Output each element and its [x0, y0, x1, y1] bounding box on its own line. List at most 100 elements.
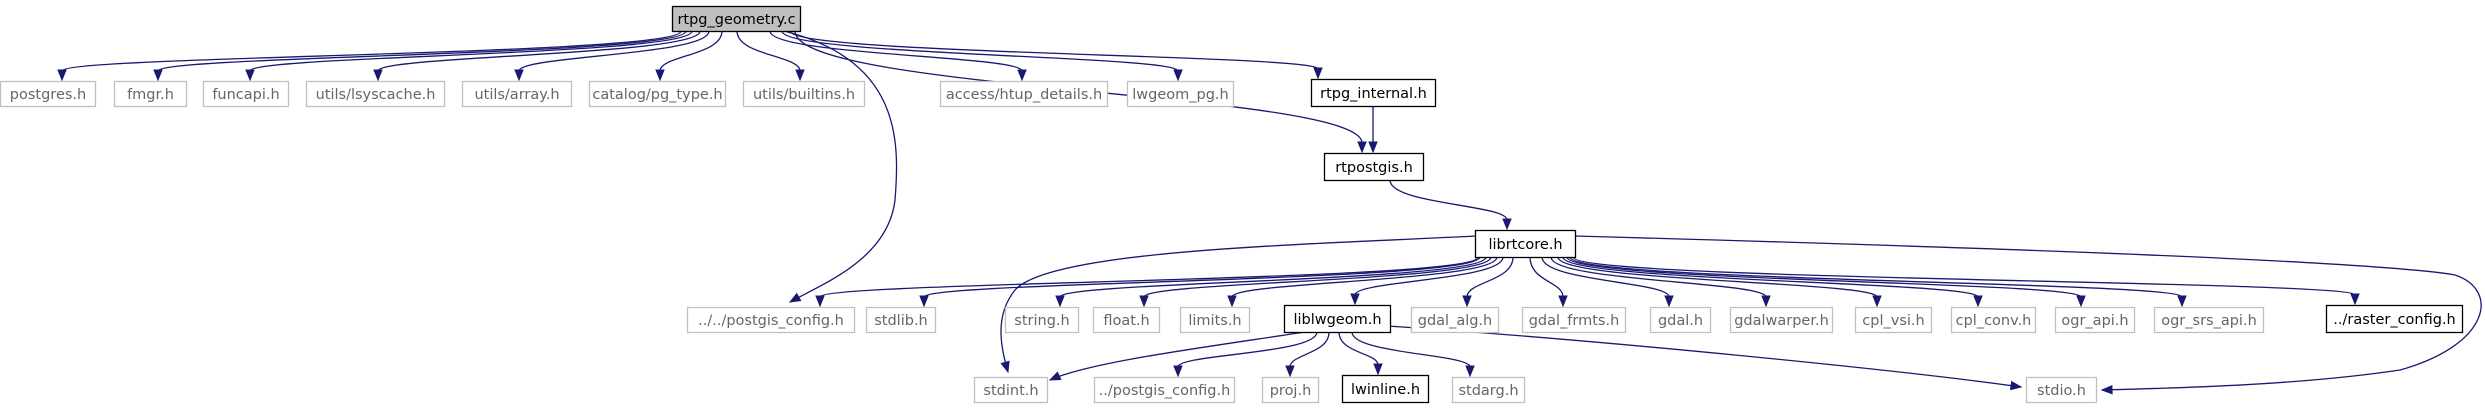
node-label: string.h [1014, 313, 1069, 329]
node-d-postgis-config-h: ../postgis_config.h [1093, 376, 1236, 404]
edge-rtpg_geometry_c-to-catalog_pg_type_h [655, 30, 723, 82]
edge-rtpg_geometry_c-to-access_htup_details_h [769, 30, 1027, 82]
node-label: liblwgeom.h [1293, 312, 1381, 328]
edge-librtcore_h-to-gdal_alg_h [1462, 256, 1514, 308]
node-box [2325, 304, 2464, 334]
node-box [1093, 376, 1236, 404]
edge-rtpg_geometry_c-to-fmgr_h [153, 30, 687, 82]
node-liblwgeom-h[interactable]: liblwgeom.h [1283, 304, 1392, 334]
node-label: utils/builtins.h [753, 87, 855, 103]
node-gdal-h: gdal.h [1649, 306, 1712, 334]
edge-librtcore_h-to-gdalwarper_h [1550, 256, 1771, 308]
node-box [1283, 304, 1392, 334]
edge-librtcore_h-to-dd_postgis_config_h [815, 256, 1479, 308]
edge-liblwgeom_h-to-stdarg_h [1351, 331, 1475, 378]
node-label: proj.h [1270, 383, 1312, 399]
edge-librtcore_h-to-cpl_vsi_h [1557, 256, 1882, 308]
node-label: stdlib.h [874, 313, 928, 329]
node-stdlib-h: stdlib.h [865, 306, 937, 334]
node-box [1410, 306, 1500, 334]
edge-librtcore_h-to-stdlib_h [919, 256, 1481, 308]
node-label: stdarg.h [1458, 383, 1518, 399]
node-label: stdio.h [2037, 383, 2086, 399]
node-label: fmgr.h [127, 87, 174, 103]
node-ogr-api-h: ogr_api.h [2054, 306, 2136, 334]
edge-librtcore_h-to-float_h [1139, 256, 1492, 308]
node-label: gdal_alg.h [1418, 313, 1493, 329]
edge-rtpg_geometry_c-to-utils_array_h [514, 30, 710, 82]
node-box [1323, 152, 1425, 182]
node-box [0, 80, 97, 108]
node-lwgeom-pg-h: lwgeom_pg.h [1126, 80, 1235, 108]
edge-rtpg_geometry_c-to-funcapi_h [245, 30, 693, 82]
node-box [1341, 374, 1430, 404]
node-lwinline-h[interactable]: lwinline.h [1341, 374, 1430, 404]
edge-rtpg_geometry_c-to-utils_lsyscache_h [373, 30, 701, 82]
node-funcapi-h: funcapi.h [202, 80, 290, 108]
node-box [1179, 306, 1251, 334]
node-box [1004, 306, 1080, 334]
edge-librtcore_h-to-ogr_srs_api_h [1569, 256, 2187, 308]
node-label: ../raster_config.h [2333, 312, 2456, 328]
node-label: ../postgis_config.h [1099, 383, 1231, 399]
node-rtpg-internal-h[interactable]: rtpg_internal.h [1310, 78, 1437, 108]
node-string-h: string.h [1004, 306, 1080, 334]
node-rtpostgis-h[interactable]: rtpostgis.h [1323, 152, 1425, 182]
node-box [2025, 376, 2098, 404]
node-ogr-srs-api-h: ogr_srs_api.h [2153, 306, 2265, 334]
node-float-h: float.h [1092, 306, 1161, 334]
node-access-htup-details-h: access/htup_details.h [939, 80, 1109, 108]
node-box [1451, 376, 1526, 404]
node-box [1521, 306, 1627, 334]
node-utils-array-h: utils/array.h [461, 80, 573, 108]
node-box [1261, 376, 1320, 404]
edge-rtpg_geometry_c-to-lwgeom_pg_h [781, 30, 1183, 82]
node-catalog-pg-type-h: catalog/pg_type.h [588, 80, 727, 108]
node-limits-h: limits.h [1179, 306, 1251, 334]
node-label: rtpg_internal.h [1320, 86, 1427, 102]
node-box [461, 80, 573, 108]
node-utils-lsyscache-h: utils/lsyscache.h [305, 80, 446, 108]
node-label: ../../postgis_config.h [698, 313, 844, 329]
edge-librtcore_h-to-stdio_h [1574, 235, 2482, 395]
node-box [1126, 80, 1235, 108]
node-label: cpl_vsi.h [1862, 313, 1924, 329]
edge-librtcore_h-to-stdint_h [1000, 235, 1477, 374]
edges-layer [57, 30, 2482, 395]
edge-librtcore_h-to-gdal_frmts_h [1529, 256, 1568, 308]
node-utils-builtins-h: utils/builtins.h [742, 80, 866, 108]
edge-liblwgeom_h-to-d_postgis_config_h [1173, 331, 1318, 378]
node-label: catalog/pg_type.h [592, 87, 722, 103]
node-box [1950, 306, 2037, 334]
edge-rtpg_geometry_c-to-postgres_h [57, 30, 682, 82]
node-box [113, 80, 188, 108]
edge-librtcore_h-to-liblwgeom_h [1350, 256, 1504, 306]
node-label: gdalwarper.h [1734, 313, 1829, 329]
node-label: lwgeom_pg.h [1132, 87, 1228, 103]
node-cpl-conv-h: cpl_conv.h [1950, 306, 2037, 334]
node-label: lwinline.h [1351, 382, 1420, 398]
node-box [686, 306, 856, 334]
edge-librtcore_h-to-cpl_conv_h [1562, 256, 1983, 308]
edge-rtpostgis_h-to-librtcore_h [1389, 179, 1512, 231]
node-box [742, 80, 866, 108]
node-librtcore-h[interactable]: librtcore.h [1474, 229, 1577, 259]
edge-rtpg_geometry_c-to-dd_postgis_config_h [783, 30, 898, 303]
node-box [305, 80, 446, 108]
node-label: librtcore.h [1488, 237, 1562, 253]
node-label: ogr_srs_api.h [2161, 313, 2257, 329]
node-box [939, 80, 1109, 108]
node-stdarg-h: stdarg.h [1451, 376, 1526, 404]
node-label: gdal_frmts.h [1529, 313, 1620, 329]
node-box [1649, 306, 1712, 334]
node-rtpg-geometry-c[interactable]: rtpg_geometry.c [671, 5, 802, 33]
edge-rtpg_geometry_c-to-utils_builtins_h [736, 30, 805, 82]
node-box [2153, 306, 2265, 334]
node-gdalwarper-h: gdalwarper.h [1729, 306, 1834, 334]
node-stdio-h: stdio.h [2025, 376, 2098, 404]
node-gdal-alg-h: gdal_alg.h [1410, 306, 1500, 334]
node-raster-config-h[interactable]: ../raster_config.h [2325, 304, 2464, 334]
node-label: utils/lsyscache.h [316, 87, 436, 103]
